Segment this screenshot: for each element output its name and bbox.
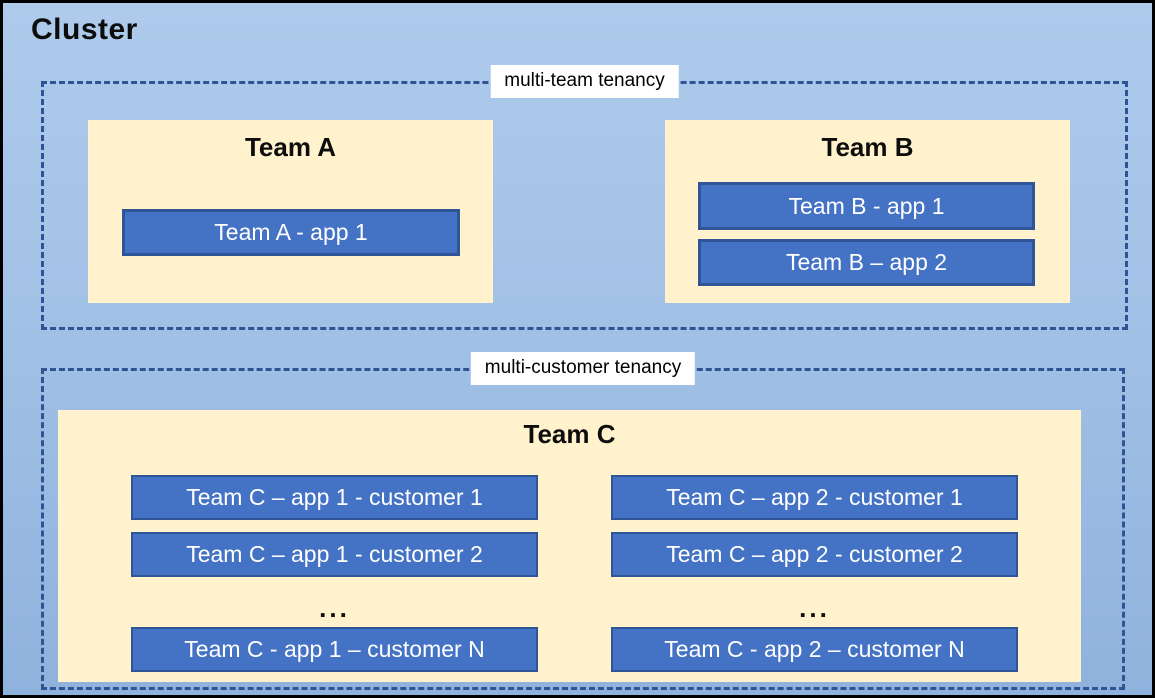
team-a-title: Team A xyxy=(244,132,337,162)
team-b-box: Team B Team B - app 1 Team B – app 2 xyxy=(665,120,1070,303)
team-b-app-2: Team B – app 2 xyxy=(698,239,1035,286)
team-c-title: Team C xyxy=(523,419,616,449)
multi-team-tenancy-section: multi-team tenancy Team A Team A - app 1… xyxy=(41,65,1128,330)
multi-customer-tenancy-label: multi-customer tenancy xyxy=(470,352,696,385)
team-a-box: Team A Team A - app 1 xyxy=(88,120,493,303)
team-c-app2-customer2: Team C – app 2 - customer 2 xyxy=(611,532,1018,577)
team-c-app1-ellipsis: ... xyxy=(319,592,350,623)
team-c-app1-customer1: Team C – app 1 - customer 1 xyxy=(131,475,538,520)
team-c-app1-customerN: Team C - app 1 – customer N xyxy=(131,627,538,672)
team-c-app2-column: Team C – app 2 - customer 1 Team C – app… xyxy=(611,475,1018,684)
multi-team-tenancy-label: multi-team tenancy xyxy=(490,65,679,98)
team-c-app1-customer2: Team C – app 1 - customer 2 xyxy=(131,532,538,577)
cluster-title: Cluster xyxy=(31,13,138,46)
team-a-app-1: Team A - app 1 xyxy=(122,209,460,256)
team-c-app1-column: Team C – app 1 - customer 1 Team C – app… xyxy=(131,475,538,684)
team-b-app-1: Team B - app 1 xyxy=(698,182,1035,230)
team-c-box: Team C Team C – app 1 - customer 1 Team … xyxy=(58,410,1081,682)
team-c-app2-customerN: Team C - app 2 – customer N xyxy=(611,627,1018,672)
team-c-app2-ellipsis: ... xyxy=(799,592,830,623)
team-b-title: Team B xyxy=(821,132,914,162)
multi-customer-tenancy-section: multi-customer tenancy Team C Team C – a… xyxy=(41,352,1125,690)
team-c-app2-customer1: Team C – app 2 - customer 1 xyxy=(611,475,1018,520)
